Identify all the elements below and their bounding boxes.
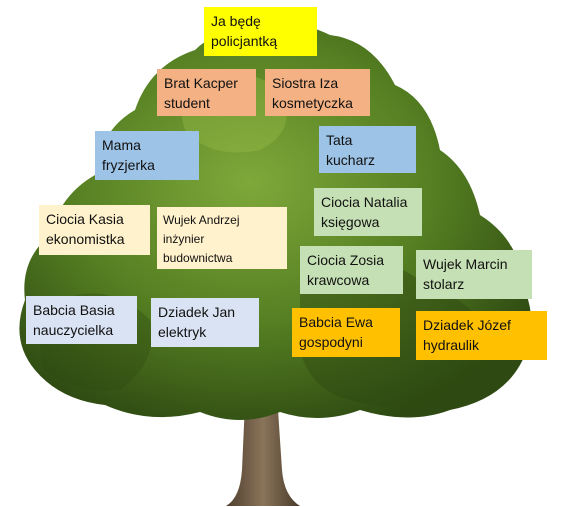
node-brother-name: Brat Kacper	[164, 75, 238, 91]
node-uncle-marcin-name: Wujek Marcin	[423, 256, 508, 272]
node-aunt-zosia-name: Ciocia Zosia	[307, 252, 385, 268]
node-aunt-natalia-job: księgowa	[321, 214, 380, 230]
node-grandma-ewa-name: Babcia Ewa	[299, 314, 373, 330]
node-grandpa-jan-name: Dziadek Jan	[158, 304, 236, 320]
node-grandpa-jan: Dziadek Jan elektryk	[151, 298, 259, 347]
node-sister-name: Siostra Iza	[272, 75, 339, 91]
node-uncle-andrzej-job-2: budownictwa	[163, 251, 233, 265]
node-father-job: kucharz	[326, 152, 376, 168]
node-uncle-marcin: Wujek Marcin stolarz	[416, 250, 532, 299]
node-grandpa-jozef: Dziadek Józef hydraulik	[416, 311, 547, 360]
node-father-name: Tata	[326, 132, 353, 148]
node-uncle-andrzej-name: Wujek Andrzej	[163, 213, 240, 227]
node-grandma-ewa: Babcia Ewa gospodyni	[292, 308, 400, 357]
node-uncle-andrzej: Wujek Andrzej inżynier budownictwa	[157, 207, 287, 269]
node-me-name: Ja będę	[211, 13, 261, 29]
node-brother: Brat Kacper student	[157, 69, 256, 116]
node-father: Tata kucharz	[319, 126, 416, 173]
node-grandpa-jozef-name: Dziadek Józef	[423, 317, 511, 333]
tree-trunk	[226, 380, 300, 506]
node-brother-job: student	[164, 95, 210, 111]
node-uncle-marcin-job: stolarz	[423, 276, 465, 292]
node-mother-job: fryzjerka	[102, 157, 155, 173]
node-grandpa-jozef-job: hydraulik	[423, 337, 480, 353]
node-me-job: policjantką	[211, 33, 278, 49]
node-uncle-andrzej-job: inżynier	[163, 232, 205, 246]
node-aunt-kasia-name: Ciocia Kasia	[46, 211, 124, 227]
node-grandma-basia-job: nauczycielka	[33, 322, 114, 338]
node-aunt-natalia-name: Ciocia Natalia	[321, 194, 408, 210]
node-grandma-basia-name: Babcia Basia	[33, 302, 115, 318]
node-aunt-zosia: Ciocia Zosia krawcowa	[300, 246, 403, 294]
node-mother-name: Mama	[102, 137, 141, 153]
node-aunt-kasia: Ciocia Kasia ekonomistka	[39, 205, 150, 255]
node-sister-job: kosmetyczka	[272, 95, 353, 111]
node-sister: Siostra Iza kosmetyczka	[265, 69, 370, 116]
node-aunt-zosia-job: krawcowa	[307, 272, 370, 288]
node-grandma-basia: Babcia Basia nauczycielka	[26, 296, 137, 344]
node-aunt-kasia-job: ekonomistka	[46, 231, 125, 247]
node-aunt-natalia: Ciocia Natalia księgowa	[314, 188, 422, 236]
node-grandma-ewa-job: gospodyni	[299, 334, 363, 350]
node-me: Ja będę policjantką	[204, 7, 317, 56]
node-mother: Mama fryzjerka	[95, 131, 199, 180]
node-grandpa-jan-job: elektryk	[158, 324, 207, 340]
